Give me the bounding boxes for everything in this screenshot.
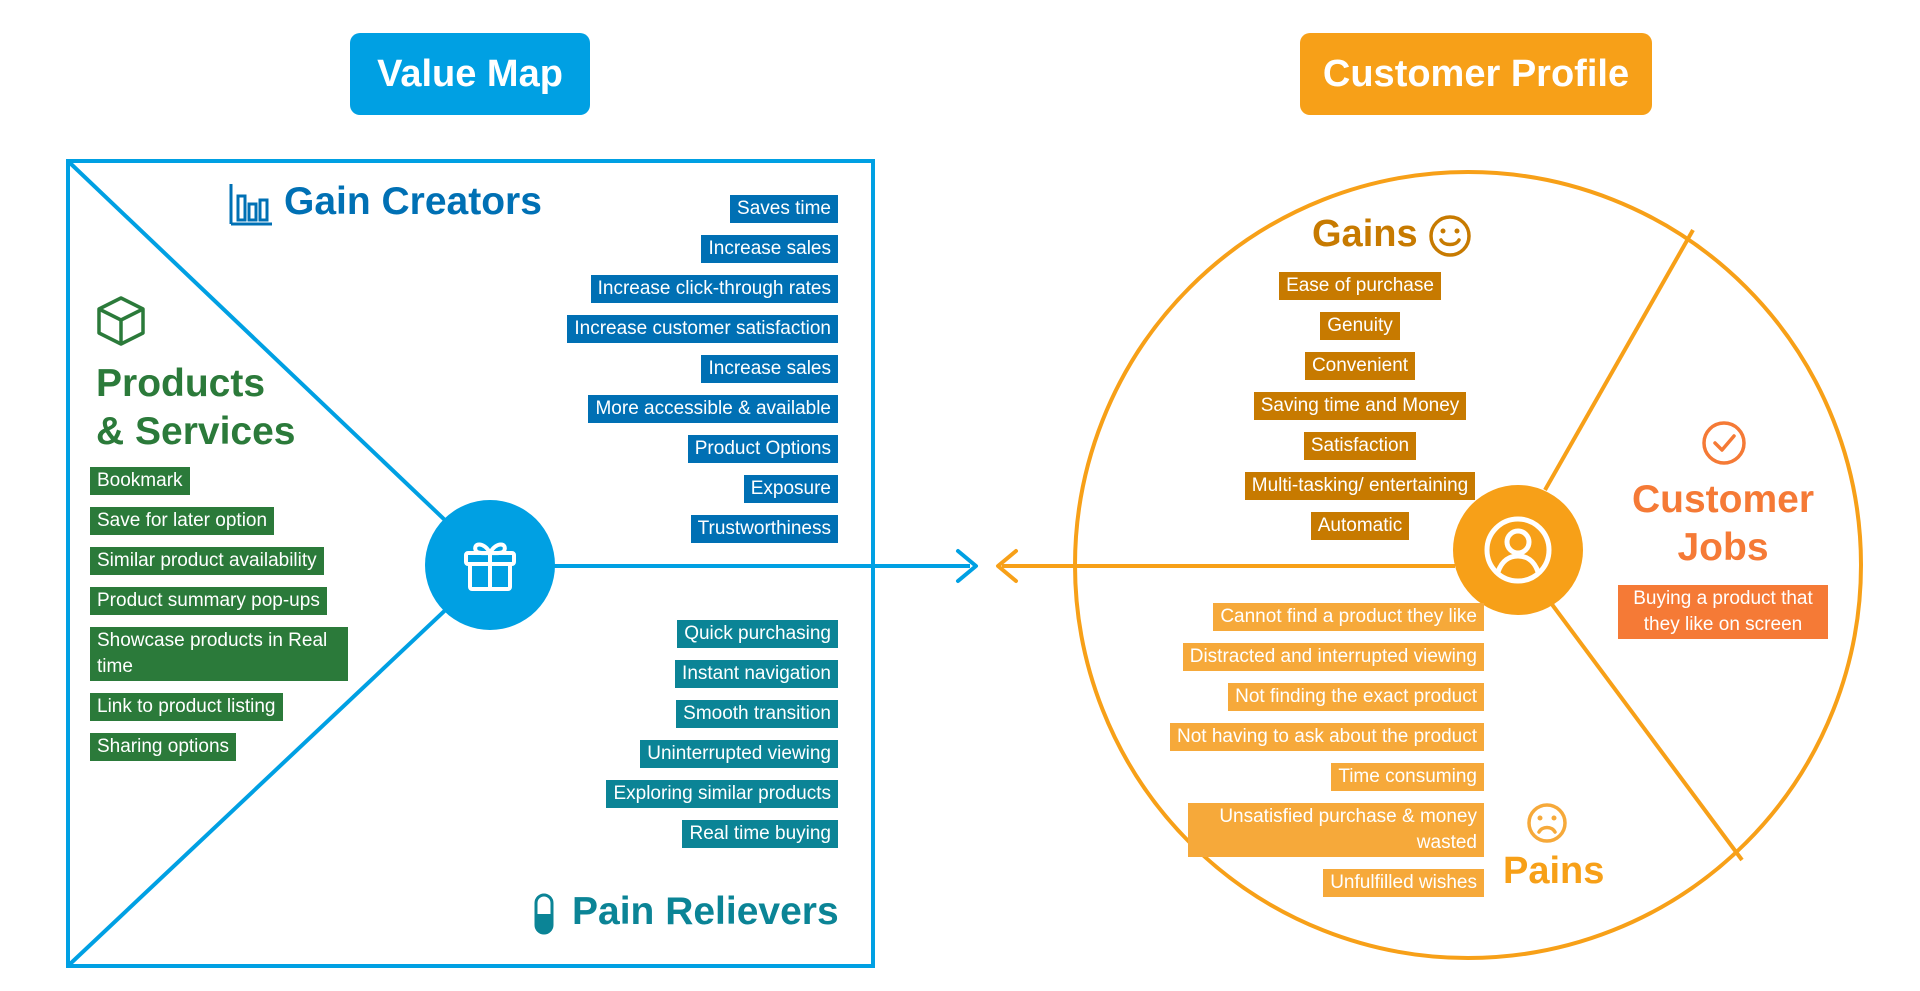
pain-reliever-item: Uninterrupted viewing: [640, 740, 838, 768]
product-service-item: Product summary pop-ups: [90, 587, 327, 615]
gain-creators-heading: Gain Creators: [284, 180, 542, 223]
pain-reliever-item: Smooth transition: [676, 700, 838, 728]
pains-heading: Pains: [1503, 850, 1605, 892]
value-map-frame: [66, 159, 875, 968]
arrow-right-head: [956, 549, 978, 583]
product-service-item: Link to product listing: [90, 693, 283, 721]
gift-icon: [458, 533, 522, 597]
value-map-diagonal-upper: [68, 161, 492, 565]
pain-item: Distracted and interrupted viewing: [1182, 643, 1484, 671]
product-service-item: Showcase products in Real time: [90, 627, 348, 681]
pain-reliever-item: Exploring similar products: [606, 780, 838, 808]
gains-heading: Gains: [1312, 213, 1418, 255]
pain-reliever-item: Quick purchasing: [677, 620, 838, 648]
smile-icon: [1428, 214, 1472, 258]
pain-relievers-heading: Pain Relievers: [572, 890, 839, 933]
gains-list: Ease of purchase Genuity Convenient Savi…: [1200, 272, 1520, 552]
pain-item: Time consuming: [1331, 763, 1484, 791]
customer-profile-title: Customer Profile: [1300, 33, 1652, 115]
product-service-item: Sharing options: [90, 733, 237, 761]
arrow-left-head: [996, 549, 1018, 583]
pain-item: Unfulfilled wishes: [1323, 869, 1484, 897]
gain-item: Multi-tasking/ entertaining: [1244, 472, 1476, 500]
gain-creator-item: Exposure: [743, 475, 838, 503]
pain-reliever-item: Instant navigation: [675, 660, 838, 688]
product-service-item: Similar product availability: [90, 547, 324, 575]
pain-item: Not finding the exact product: [1228, 683, 1484, 711]
gain-creator-item: Increase click-through rates: [590, 275, 838, 303]
customer-jobs-heading-line1: Customer: [1631, 478, 1815, 521]
product-service-item: Bookmark: [90, 467, 190, 495]
gain-item: Saving time and Money: [1253, 392, 1467, 420]
customer-profile-hub: [1453, 485, 1583, 615]
profile-divider-jobs-bottom: [1543, 593, 1744, 862]
pain-relievers-list: Quick purchasing Instant navigation Smoo…: [560, 620, 838, 860]
value-map-title: Value Map: [350, 33, 590, 115]
pill-icon: [534, 893, 554, 935]
gain-creator-item: Trustworthiness: [690, 515, 838, 543]
bar-chart-icon: [228, 182, 272, 226]
box-icon: [95, 295, 147, 347]
gain-creator-item: More accessible & available: [588, 395, 838, 423]
profile-divider-jobs-top: [1543, 229, 1695, 491]
gain-creator-item: Saves time: [730, 195, 838, 223]
gain-creator-item: Increase customer satisfaction: [567, 315, 838, 343]
customer-job-item: Buying a product that they like on scree…: [1618, 585, 1828, 639]
user-icon: [1482, 514, 1554, 586]
products-services-list: Bookmark Save for later option Similar p…: [90, 467, 360, 773]
customer-jobs-heading-line2: Jobs: [1677, 526, 1769, 569]
products-services-heading: Products & Services: [96, 360, 295, 456]
gain-item: Ease of purchase: [1279, 272, 1441, 300]
gain-creator-item: Product Options: [687, 435, 838, 463]
product-service-item: Save for later option: [90, 507, 275, 535]
gain-item: Automatic: [1310, 512, 1410, 540]
gain-creator-item: Increase sales: [701, 355, 838, 383]
pain-reliever-item: Real time buying: [682, 820, 838, 848]
value-map-diagonal-lower: [68, 566, 492, 966]
customer-jobs-heading: Customer Jobs: [1610, 476, 1836, 572]
gain-item: Satisfaction: [1303, 432, 1417, 460]
pain-item: Not having to ask about the product: [1170, 723, 1484, 751]
gain-creator-item: Increase sales: [701, 235, 838, 263]
check-circle-icon: [1701, 420, 1747, 466]
pains-list: Cannot find a product they like Distract…: [1100, 603, 1484, 909]
customer-jobs-list: Buying a product that they like on scree…: [1612, 585, 1834, 651]
products-services-heading-line1: Products: [96, 362, 266, 405]
frown-icon: [1526, 802, 1568, 844]
pain-item: Cannot find a product they like: [1213, 603, 1484, 631]
products-services-heading-line2: & Services: [96, 410, 296, 453]
pain-item: Unsatisfied purchase & money wasted: [1188, 803, 1484, 857]
gain-item: Convenient: [1304, 352, 1416, 380]
gain-creators-list: Saves time Increase sales Increase click…: [520, 195, 838, 555]
gain-item: Genuity: [1320, 312, 1400, 340]
